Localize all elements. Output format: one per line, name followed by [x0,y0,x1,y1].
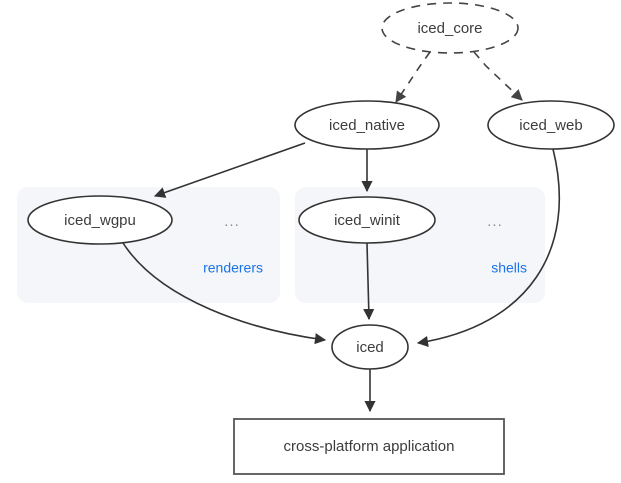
node-iced-web[interactable]: iced_web [487,100,615,150]
node-iced-web-shape [487,100,615,150]
node-iced-core[interactable]: iced_core [381,2,519,54]
node-iced-core-shape [381,2,519,54]
node-iced-winit[interactable]: iced_winit [298,196,436,244]
node-application-shape [233,418,505,475]
node-iced-native[interactable]: iced_native [294,100,440,150]
node-iced-wgpu[interactable]: iced_wgpu [27,195,173,245]
node-iced-shape [331,324,409,370]
node-iced-native-shape [294,100,440,150]
edge-wgpu-to-iced [122,242,327,345]
edge-web-to-iced [416,148,561,347]
node-application[interactable]: cross-platform application [233,418,505,475]
edge-core-to-native [395,51,431,103]
node-iced-winit-shape [298,196,436,244]
edge-winit-to-iced [363,242,375,321]
edge-native-to-wgpu [153,142,306,198]
node-iced-wgpu-shape [27,195,173,245]
node-iced[interactable]: iced [331,324,409,370]
edge-core-to-web [473,51,523,101]
